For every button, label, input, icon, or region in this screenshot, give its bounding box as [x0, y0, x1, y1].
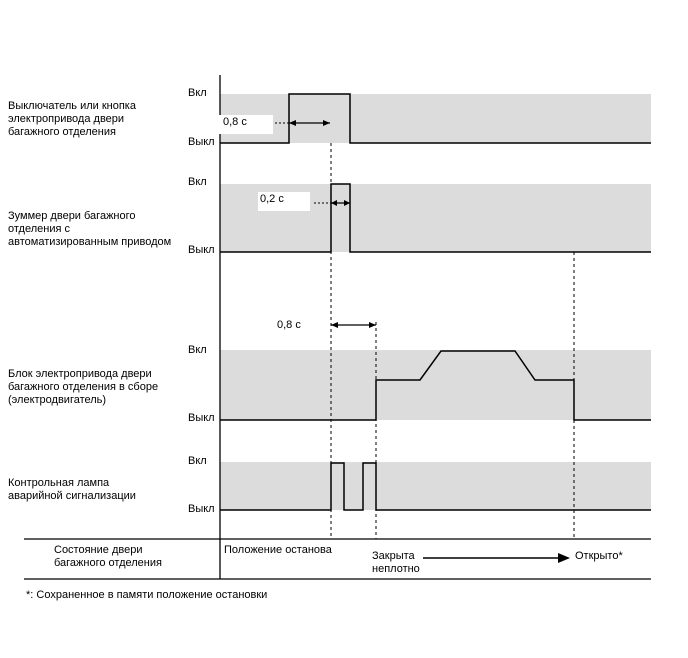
arrowhead-right	[344, 200, 350, 206]
arrowhead-right	[323, 120, 330, 126]
open-state-label: Открыто*	[575, 550, 623, 562]
half-closed-label-1: Закрыта	[372, 550, 416, 562]
half-closed-label-2: неплотно	[372, 563, 420, 575]
lamp-signal-name-1: Контрольная лампа	[8, 477, 110, 489]
arrowhead-right	[369, 322, 376, 328]
motor-signal-name-2: багажного отделения в сборе	[8, 381, 158, 393]
buzzer-interval-label: 0,2 с	[260, 193, 284, 205]
footnote: *: Сохраненное в памяти положение остано…	[26, 589, 267, 601]
switch-waveform	[220, 93, 651, 144]
motor-signal-name-1: Блок электропривода двери	[8, 368, 152, 380]
stop-position-label: Положение останова	[224, 544, 333, 556]
door-state-label-1: Состояние двери	[54, 544, 142, 556]
switch-signal-name-2: электропривода двери	[8, 113, 124, 125]
door-progress-arrowhead	[558, 553, 570, 563]
signal-band-lamp	[220, 462, 651, 510]
buzzer-signal-name-1: Зуммер двери багажного	[8, 210, 136, 222]
switch-on-label: Вкл	[188, 87, 207, 99]
lamp-off-label: Выкл	[188, 503, 215, 515]
signal-band-switch	[220, 94, 651, 143]
switch-signal-name-1: Выключатель или кнопка	[8, 100, 137, 112]
motor-off-label: Выкл	[188, 412, 215, 424]
arrowhead-left	[289, 120, 296, 126]
buzzer-signal-name-2: отделения с	[8, 223, 70, 235]
motor-on-label: Вкл	[188, 344, 207, 356]
arrowhead-left	[331, 322, 338, 328]
switch-interval-label: 0,8 с	[223, 116, 247, 128]
switch-off-label: Выкл	[188, 136, 215, 148]
buzzer-waveform	[220, 183, 651, 253]
buzzer-off-label: Выкл	[188, 244, 215, 256]
switch-signal-name-3: багажного отделения	[8, 126, 116, 138]
arrowhead-left	[331, 200, 337, 206]
motor-waveform	[220, 350, 651, 421]
lamp-signal-name-2: аварийной сигнализации	[8, 490, 136, 502]
lamp-waveform	[220, 462, 651, 511]
signal-band-motor	[220, 350, 651, 420]
buzzer-interval-box	[258, 192, 310, 211]
switch-interval-box	[219, 115, 273, 134]
motor-signal-name-3: (электродвигатель)	[8, 394, 106, 406]
buzzer-signal-name-3: автоматизированным приводом	[8, 236, 171, 248]
door-state-label-2: багажного отделения	[54, 557, 162, 569]
buzzer-on-label: Вкл	[188, 176, 207, 188]
lamp-on-label: Вкл	[188, 455, 207, 467]
motor-interval-label: 0,8 с	[277, 319, 301, 331]
